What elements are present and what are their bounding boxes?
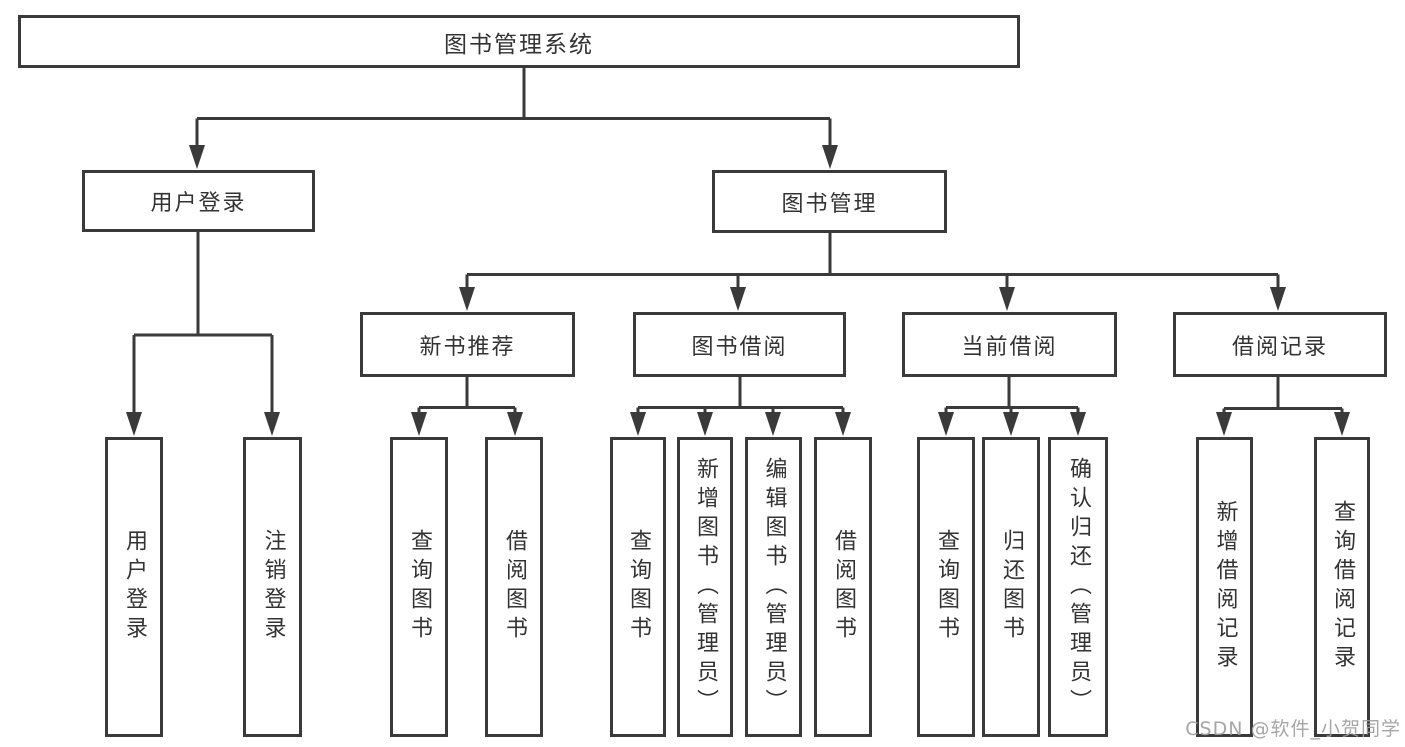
node-nb-query-books: 查询图书 [390, 437, 448, 737]
arrowhead-cb-confirm [1070, 412, 1086, 436]
connector-borrowrecords-to-leaves [1222, 377, 1344, 415]
arrowhead-bb-add [697, 412, 713, 436]
connector-bookmgmt-to-level3 [465, 233, 1280, 289]
arrowhead-nb-query [411, 412, 427, 436]
node-leaf-user-login: 用户登录 [105, 437, 163, 737]
arrowhead-bb-borrow [835, 412, 851, 436]
arrowhead-leaf-user-login [126, 412, 142, 436]
node-bb-borrow-books-label: 借阅图书 [831, 529, 856, 645]
connector-root-to-level2 [195, 68, 832, 146]
node-bb-add-books-label: 新增图书（管理员） [693, 456, 718, 718]
connector-userlogin-to-leaves [132, 232, 274, 414]
arrowhead-borrow-records [1270, 287, 1286, 311]
node-borrow-records-label: 借阅记录 [1231, 334, 1328, 360]
node-nb-borrow-books: 借阅图书 [485, 437, 543, 737]
node-cb-query-books: 查询图书 [917, 437, 975, 737]
node-cb-return-books-label: 归还图书 [999, 529, 1024, 645]
connector-newbooks-to-leaves [417, 377, 517, 415]
node-bb-query-books: 查询图书 [610, 437, 666, 737]
arrowhead-bb-query [630, 412, 646, 436]
arrowhead-new-books [459, 287, 475, 311]
node-new-books: 新书推荐 [360, 312, 575, 377]
node-cb-confirm-return: 确认归还（管理员） [1048, 437, 1108, 737]
node-bb-query-books-label: 查询图书 [626, 529, 651, 645]
arrowhead-nb-borrow [507, 412, 523, 436]
node-cb-return-books: 归还图书 [982, 437, 1040, 737]
node-bb-borrow-books: 借阅图书 [814, 437, 872, 737]
node-current-borrow: 当前借阅 [902, 312, 1117, 377]
node-book-mgmt: 图书管理 [712, 170, 947, 233]
arrowhead-user-login [189, 145, 205, 169]
node-current-borrow-label: 当前借阅 [961, 334, 1058, 360]
node-root: 图书管理系统 [18, 15, 1020, 68]
csdn-watermark: CSDN @软件_小贺同学 [1185, 718, 1401, 740]
node-user-login: 用户登录 [82, 170, 315, 232]
node-br-query-record-label: 查询借阅记录 [1330, 500, 1355, 674]
arrowhead-cb-return [1003, 412, 1019, 436]
node-nb-borrow-books-label: 借阅图书 [502, 529, 527, 645]
node-new-books-label: 新书推荐 [419, 334, 516, 360]
node-root-label: 图书管理系统 [444, 31, 594, 58]
arrowhead-book-mgmt [822, 145, 838, 169]
node-book-borrow: 图书借阅 [633, 312, 846, 377]
node-cb-confirm-return-label: 确认归还（管理员） [1066, 456, 1091, 718]
arrowhead-cb-query [938, 412, 954, 436]
node-book-mgmt-label: 图书管理 [781, 191, 878, 217]
arrowhead-leaf-logout [264, 412, 280, 436]
node-leaf-logout-label: 注销登录 [260, 529, 286, 645]
node-nb-query-books-label: 查询图书 [407, 529, 432, 645]
node-br-add-record-label: 新增借阅记录 [1212, 500, 1238, 674]
node-bb-edit-books: 编辑图书（管理员） [745, 437, 802, 737]
arrowhead-book-borrow [730, 287, 746, 311]
arrowhead-br-query [1334, 412, 1350, 436]
node-br-add-record: 新增借阅记录 [1196, 437, 1253, 737]
node-borrow-records: 借阅记录 [1173, 312, 1387, 377]
node-cb-query-books-label: 查询图书 [934, 529, 959, 645]
arrowhead-br-add [1216, 412, 1232, 436]
node-bb-edit-books-label: 编辑图书（管理员） [761, 456, 787, 718]
node-leaf-logout: 注销登录 [243, 437, 302, 737]
connector-bookborrow-to-leaves [636, 377, 845, 415]
connector-currentborrow-to-leaves [944, 377, 1080, 415]
node-br-query-record: 查询借阅记录 [1314, 437, 1370, 737]
node-leaf-user-login-label: 用户登录 [122, 529, 147, 645]
node-book-borrow-label: 图书借阅 [691, 334, 788, 360]
node-bb-add-books: 新增图书（管理员） [677, 437, 733, 737]
node-user-login-label: 用户登录 [150, 191, 247, 216]
arrowhead-bb-edit [765, 412, 781, 436]
arrowhead-current-borrow [999, 287, 1015, 311]
